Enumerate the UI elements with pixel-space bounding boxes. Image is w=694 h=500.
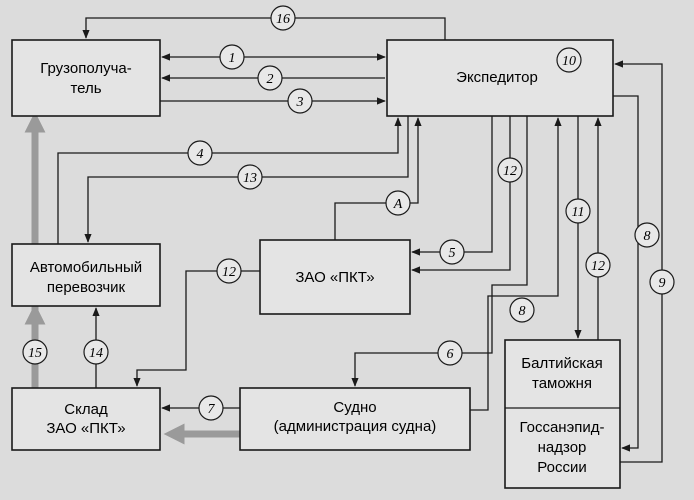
ship-label-1: Судно [333,399,376,416]
flow-line-8b [613,95,639,452]
box-pkt [259,239,411,315]
flow-circle-13 [237,164,263,190]
flow-circle-16 [270,5,296,31]
flow-label-8b: 8 [644,229,651,244]
carrier-label-2: перевозчик [47,279,126,296]
flow-circle-9 [649,269,675,295]
flow-label-1: 1 [229,51,236,66]
flow-circle-4 [187,140,213,166]
flow-circle-14 [83,339,109,365]
box-customs-group [504,339,621,489]
box-labels: Грузополуча- тель Экспедитор ЗАО «ПКТ» А… [30,60,605,476]
customs-label-1: Балтийская [521,355,602,372]
flow-line-8a [470,117,562,411]
flow-line-A [334,117,422,240]
warehouse-label-1: Склад [64,401,108,418]
gossan-label-1: Госсанэпид- [520,419,605,436]
recipient-label-1: Грузополуча- [40,60,132,77]
gossan-label-2: надзор [538,439,587,456]
flow-circle-8a [509,297,535,323]
flow-label-16: 16 [276,12,290,27]
flow-label-6: 6 [447,347,454,362]
box-carrier [11,243,161,307]
customs-label-2: таможня [532,375,592,392]
pkt-label: ЗАО «ПКТ» [295,269,374,286]
flow-circle-1 [219,44,245,70]
flow-label-12a: 12 [503,164,517,179]
flow-line-12b [133,270,260,387]
flow-line-6 [351,116,528,387]
flow-circle-2 [257,65,283,91]
box-ship [239,387,471,451]
flow-line-5 [411,116,493,256]
forwarder-label: Экспедитор [456,69,538,86]
flow-label-13: 13 [243,171,257,186]
flow-label-15: 15 [28,346,42,361]
flow-line-9 [614,60,663,463]
flow-label-3: 3 [296,95,304,110]
flow-circle-15 [22,339,48,365]
flow-circle-11 [565,198,591,224]
flow-label-14: 14 [89,346,103,361]
flow-label-12c: 12 [591,259,605,274]
box-warehouse [11,387,161,451]
flow-label-4: 4 [197,147,204,162]
flow-circle-12a [497,157,523,183]
carrier-label-1: Автомобильный [30,259,142,276]
flow-circle-12b [216,258,242,284]
recipient-label-2: тель [70,80,101,97]
flow-label-11: 11 [572,205,585,220]
flow-circle-5 [439,239,465,265]
box-recipient [11,39,161,117]
flow-circle-10 [556,47,582,73]
flow-circle-12c [585,252,611,278]
ship-label-2: (администрация судна) [274,418,437,435]
flow-label-12b: 12 [222,265,236,280]
flow-circle-7 [198,395,224,421]
flow-label-7: 7 [208,402,216,417]
flow-label-A: A [393,197,403,212]
flow-label-5: 5 [449,246,456,261]
flow-line-16 [82,17,446,40]
flow-circle-3 [287,88,313,114]
flow-label-9: 9 [659,276,666,291]
flow-labels: 16 1 2 3 4 13 A 12 5 12 6 8 11 12 10 8 9 [22,5,675,421]
entity-boxes [11,39,621,489]
flow-label-10: 10 [562,54,576,69]
flow-circle-6 [437,340,463,366]
flow-circle-8b [634,222,660,248]
gossan-label-3: России [537,459,586,476]
flow-label-2: 2 [267,72,274,87]
flow-circle-A [385,190,411,216]
flow-line-4 [57,117,402,244]
warehouse-label-2: ЗАО «ПКТ» [46,420,125,437]
flow-label-8a: 8 [519,304,526,319]
